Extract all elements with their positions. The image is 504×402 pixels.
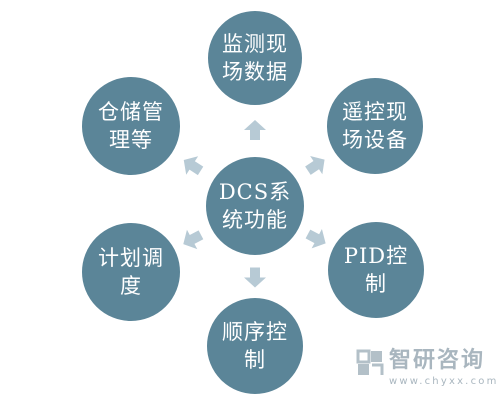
node-label-sequence-control: 顺序控 制 (222, 320, 288, 372)
center-node-circle (204, 155, 306, 257)
arrow-icon-remote-control (305, 155, 325, 175)
node-label-warehouse: 仓储管 理等 (98, 100, 164, 152)
arrow-icon-sequence-control (244, 267, 266, 288)
arrows-layer (183, 120, 326, 288)
watermark: 智研咨询 www.chyxx.com (355, 346, 501, 394)
center-node-label: DCS系 统功能 (218, 180, 292, 232)
arrow-icon-scheduling (183, 229, 204, 250)
node-label-monitoring: 监测现 场数据 (222, 32, 288, 84)
watermark-url: www.chyxx.com (389, 376, 499, 387)
node-circle-remote-control (325, 76, 425, 176)
chyxx-logo-icon (356, 349, 384, 375)
arrow-icon-pid-control (305, 228, 326, 249)
node-label-scheduling: 计划调 度 (98, 246, 164, 298)
node-circle-warehouse (80, 75, 182, 177)
node-circle-scheduling (80, 221, 182, 323)
node-label-pid-control: PID控 制 (343, 244, 409, 296)
node-circle-sequence-control (205, 296, 305, 396)
nodes-layer (80, 9, 426, 396)
node-label-remote-control: 遥控现 场设备 (342, 100, 408, 152)
watermark-name: 智研咨询 (389, 348, 486, 373)
node-circle-pid-control (326, 220, 426, 320)
arrow-icon-monitoring (244, 120, 266, 140)
node-circle-monitoring (206, 9, 304, 107)
arrow-icon-warehouse (183, 156, 204, 176)
